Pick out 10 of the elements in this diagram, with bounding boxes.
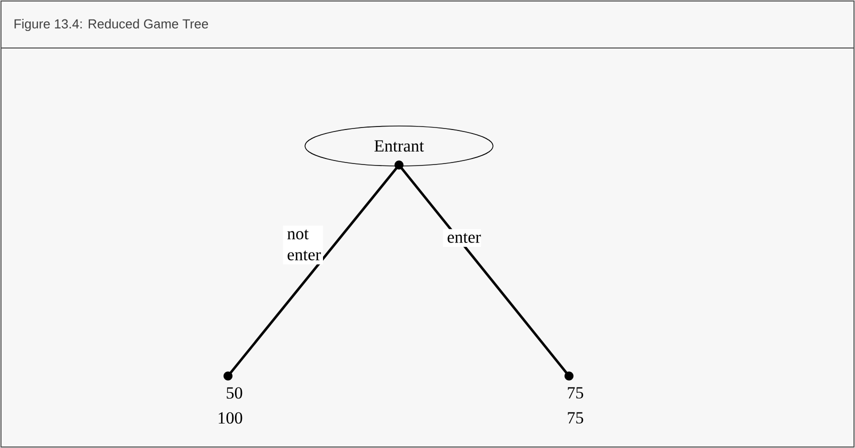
edge-label: not enter <box>287 230 321 260</box>
payoff-value: 75 <box>568 412 584 424</box>
decision-node <box>394 160 404 170</box>
payoff-value: 50 <box>226 387 242 399</box>
decision-node <box>224 372 232 380</box>
edge-label: enter <box>448 233 481 243</box>
payoff-value: 75 <box>568 387 584 398</box>
decision-node <box>564 372 574 380</box>
figure-title: Figure 13.4: Reduced Game Tree <box>14 18 208 32</box>
payoff-value: 100 <box>218 412 242 424</box>
